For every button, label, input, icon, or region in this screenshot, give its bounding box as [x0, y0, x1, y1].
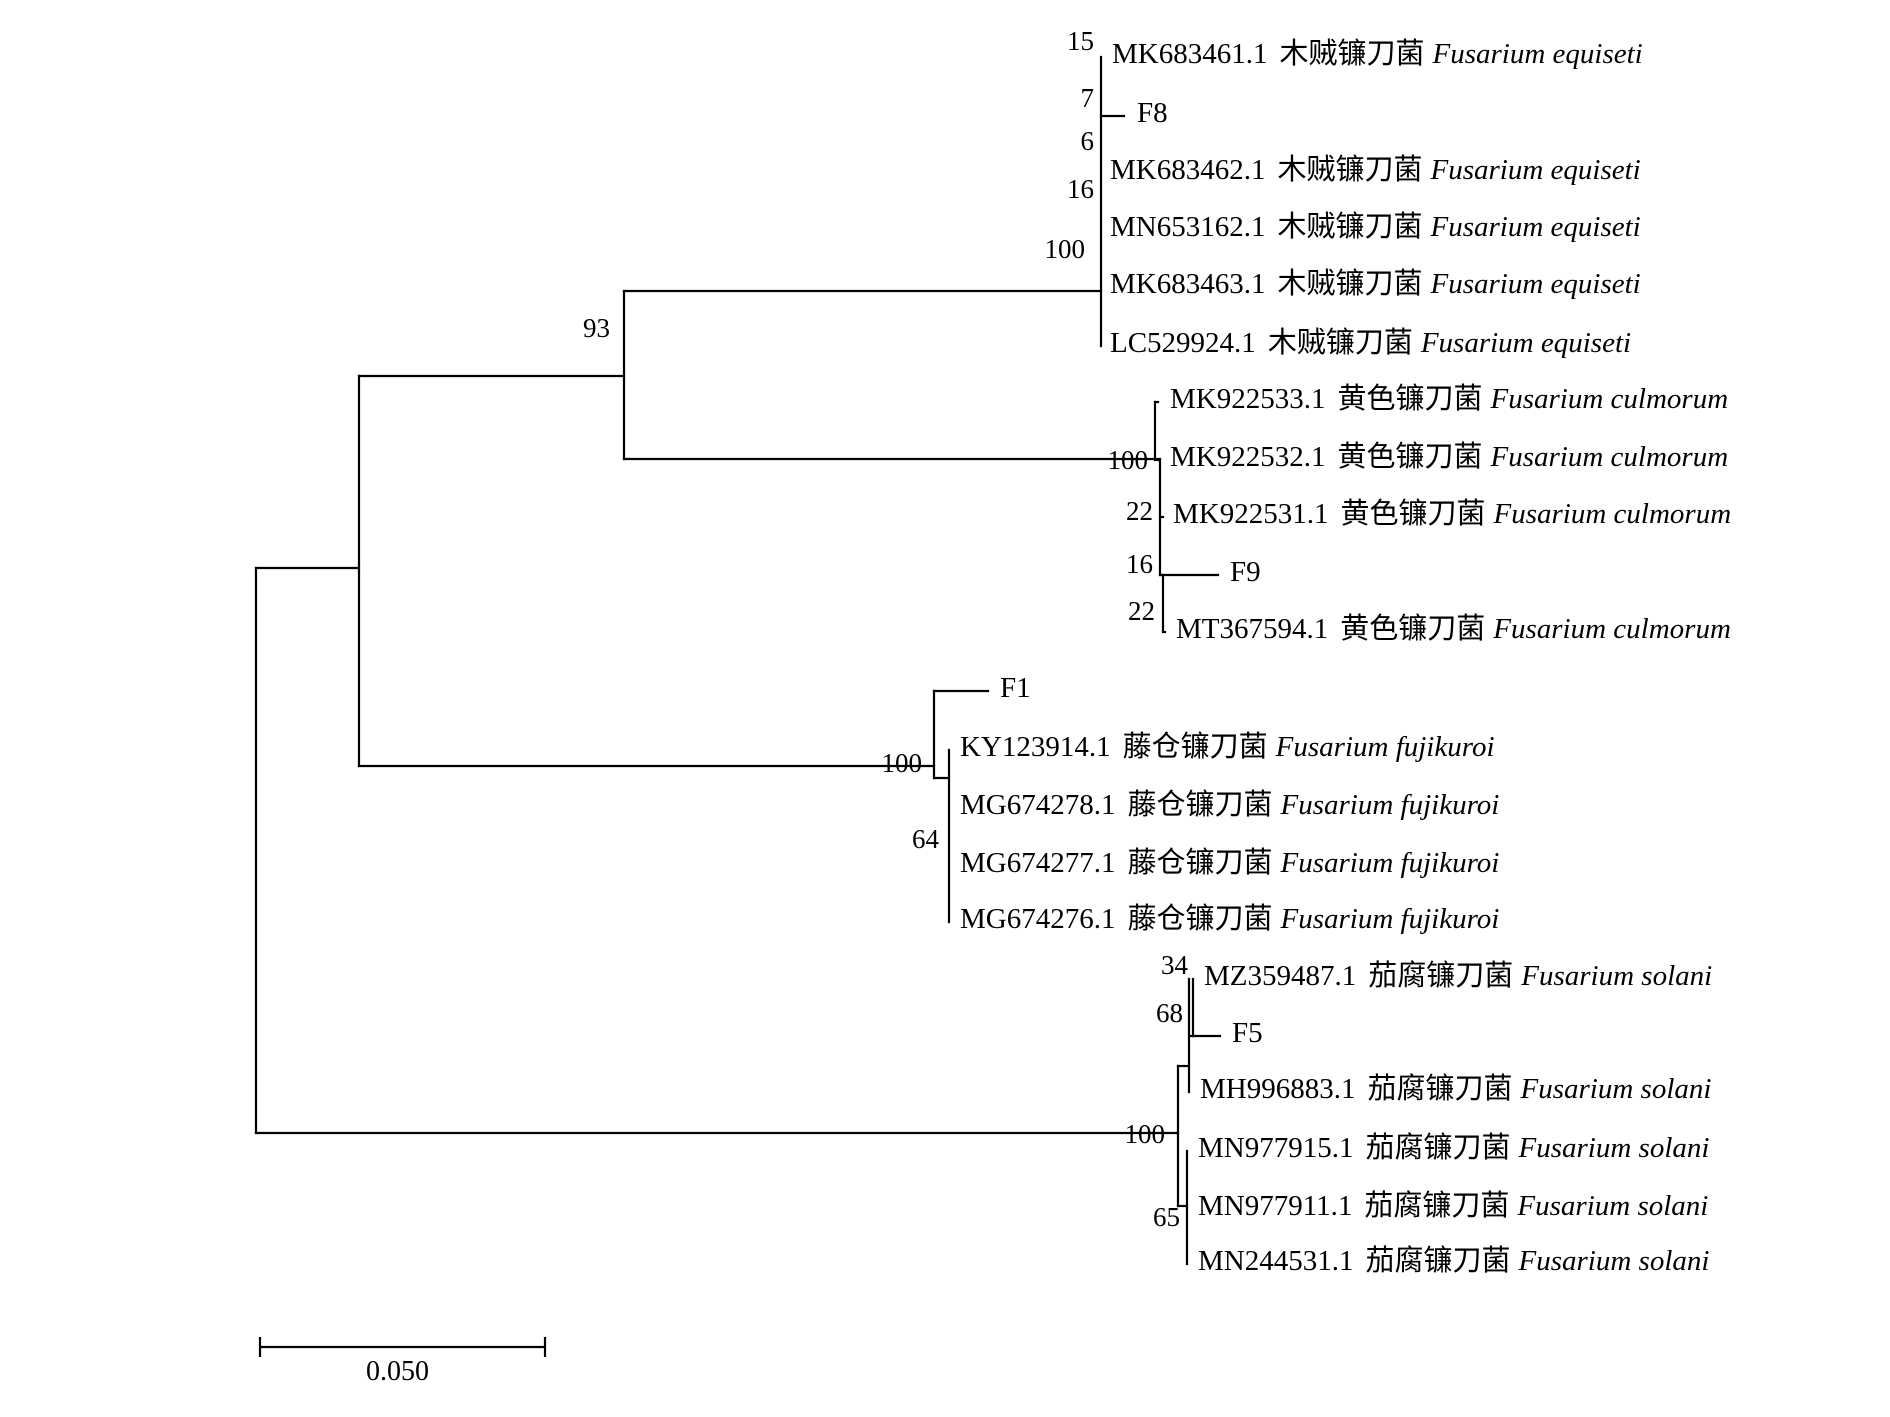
accession-number: MN653162.1: [1110, 211, 1266, 243]
chinese-name: 茄腐镰刀菌: [1365, 1245, 1511, 1277]
accession-number: F5: [1232, 1017, 1263, 1049]
accession-number: MG674277.1: [960, 847, 1116, 879]
accession-number: MN977911.1: [1198, 1190, 1353, 1222]
scientific-name: Fusarium solani: [1517, 1190, 1709, 1222]
scientific-name: Fusarium equiseti: [1430, 211, 1641, 243]
bootstrap-value: 16: [1126, 549, 1153, 579]
chinese-name: 茄腐镰刀菌: [1365, 1132, 1511, 1164]
bootstrap-value: 16: [1067, 174, 1094, 204]
scientific-name: Fusarium equiseti: [1420, 327, 1632, 359]
accession-number: MK922533.1: [1170, 383, 1326, 415]
scientific-name: Fusarium culmorum: [1490, 383, 1729, 415]
chinese-name: 木贼镰刀菌: [1267, 327, 1413, 359]
leaf-label: F5: [1232, 1019, 1263, 1048]
bootstrap-value: 100: [1124, 1119, 1166, 1149]
accession-number: MG674276.1: [960, 903, 1116, 935]
chinese-name: 藤仓镰刀菌: [1127, 847, 1273, 879]
chinese-name: 藤仓镰刀菌: [1122, 731, 1268, 763]
accession-number: MT367594.1: [1176, 613, 1329, 645]
scale-bar-label: 0.050: [366, 1356, 429, 1387]
bootstrap-value: 64: [912, 824, 939, 854]
chinese-name: 藤仓镰刀菌: [1127, 903, 1273, 935]
chinese-name: 黄色镰刀菌: [1340, 613, 1486, 645]
bootstrap-value: 15: [1067, 26, 1094, 56]
accession-number: F1: [1000, 672, 1031, 704]
chinese-name: 黄色镰刀菌: [1340, 498, 1486, 530]
accession-number: MK922532.1: [1170, 441, 1326, 473]
accession-number: MG674278.1: [960, 789, 1116, 821]
scientific-name: Fusarium solani: [1518, 1132, 1710, 1164]
leaf-label: F8: [1137, 99, 1168, 128]
bootstrap-value: 34: [1161, 950, 1188, 980]
bootstrap-value: 7: [1080, 83, 1095, 113]
accession-number: KY123914.1: [960, 731, 1111, 763]
bootstrap-value: 100: [1107, 445, 1149, 475]
bootstrap-value: 22: [1126, 496, 1153, 526]
accession-number: F8: [1137, 97, 1168, 129]
chinese-name: 黄色镰刀菌: [1337, 383, 1483, 415]
scientific-name: Fusarium fujikuroi: [1280, 789, 1500, 821]
scientific-name: Fusarium fujikuroi: [1280, 903, 1500, 935]
chinese-name: 茄腐镰刀菌: [1364, 1190, 1510, 1222]
accession-number: MN244531.1: [1198, 1245, 1354, 1277]
leaf-label: F9: [1230, 558, 1261, 587]
bootstrap-value: 93: [583, 313, 610, 343]
accession-number: LC529924.1: [1110, 327, 1256, 359]
accession-number: MZ359487.1: [1204, 960, 1357, 992]
scientific-name: Fusarium culmorum: [1490, 441, 1729, 473]
scientific-name: Fusarium culmorum: [1493, 613, 1731, 645]
accession-number: MK683462.1: [1110, 154, 1266, 186]
bootstrap-value: 100: [881, 748, 923, 778]
accession-number: MN977915.1: [1198, 1132, 1354, 1164]
bootstrap-value: 68: [1156, 998, 1183, 1028]
accession-number: MK683461.1: [1112, 38, 1268, 70]
chinese-name: 木贼镰刀菌: [1277, 154, 1423, 186]
scientific-name: Fusarium solani: [1518, 1245, 1710, 1277]
chinese-name: 茄腐镰刀菌: [1368, 960, 1514, 992]
accession-number: MK922531.1: [1173, 498, 1329, 530]
chinese-name: 木贼镰刀菌: [1277, 211, 1423, 243]
leaf-label: F1: [1000, 674, 1031, 703]
scientific-name: Fusarium culmorum: [1493, 498, 1732, 530]
scientific-name: Fusarium fujikuroi: [1275, 731, 1495, 763]
chinese-name: 木贼镰刀菌: [1277, 268, 1423, 300]
bootstrap-value: 6: [1080, 126, 1095, 156]
chinese-name: 茄腐镰刀菌: [1367, 1073, 1513, 1105]
bootstrap-value: 100: [1044, 234, 1086, 264]
chinese-name: 黄色镰刀菌: [1337, 441, 1483, 473]
bootstrap-value: 65: [1153, 1202, 1180, 1232]
scientific-name: Fusarium equiseti: [1430, 268, 1641, 300]
chinese-name: 木贼镰刀菌: [1279, 38, 1425, 70]
scientific-name: Fusarium equiseti: [1432, 38, 1643, 70]
scientific-name: Fusarium solani: [1520, 1073, 1712, 1105]
scientific-name: Fusarium fujikuroi: [1280, 847, 1500, 879]
scientific-name: Fusarium solani: [1521, 960, 1713, 992]
chinese-name: 藤仓镰刀菌: [1127, 789, 1273, 821]
accession-number: MH996883.1: [1200, 1073, 1356, 1105]
bootstrap-value: 22: [1128, 596, 1155, 626]
accession-number: MK683463.1: [1110, 268, 1266, 300]
scientific-name: Fusarium equiseti: [1430, 154, 1641, 186]
accession-number: F9: [1230, 556, 1261, 588]
